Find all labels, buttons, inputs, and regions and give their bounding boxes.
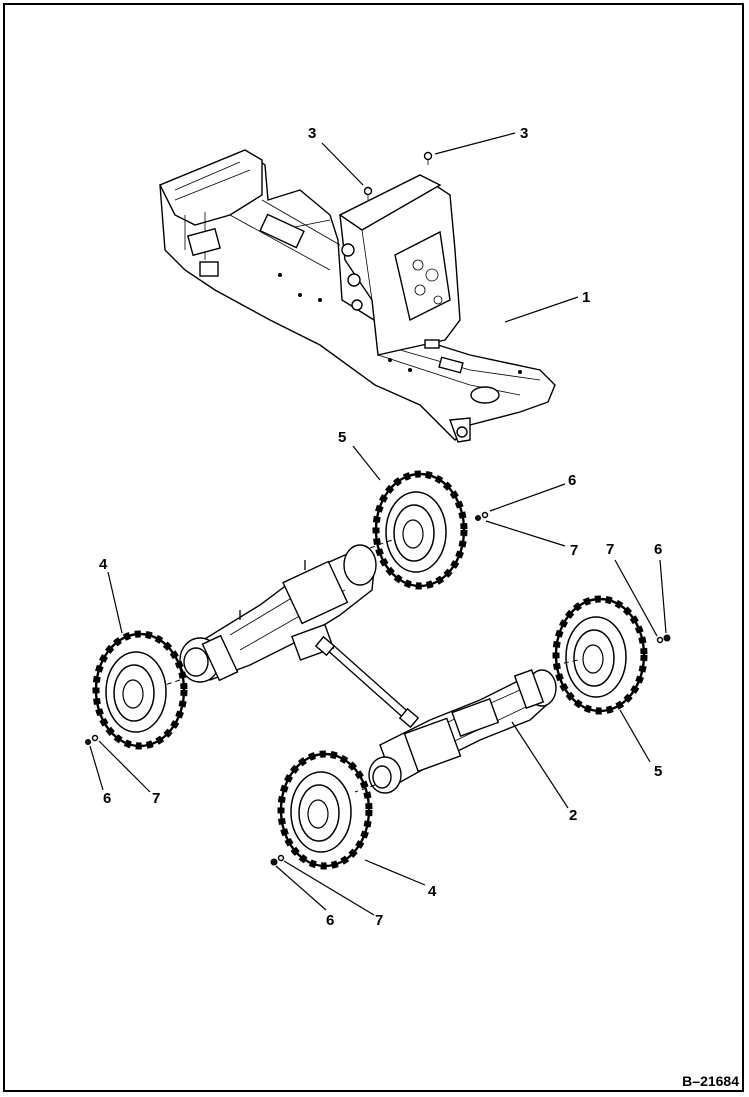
callout-7-top-right: 7 [570,542,578,559]
callout-2: 2 [569,807,577,824]
callout-7-left: 7 [152,790,160,807]
screw-3-left [363,186,373,200]
callout-5-right: 5 [654,763,662,780]
callout-4-left: 4 [99,556,108,573]
callout-7-far-right: 7 [606,541,614,558]
rear-axle [179,544,377,683]
callout-5-top: 5 [338,429,346,446]
callout-6-bottom: 6 [326,912,334,929]
callout-3-left: 3 [308,125,316,142]
callout-7-bottom: 7 [375,912,383,929]
callout-6-left: 6 [103,790,111,807]
figure-frame [3,3,744,1092]
callout-6-far-right: 6 [654,541,662,558]
screw-3-right [423,151,433,165]
tire-rear-left [96,634,184,746]
callout-labels: 3 3 1 5 6 7 7 6 4 5 6 7 2 4 6 7 [99,125,662,929]
drive-shaft [314,635,420,729]
tire-front-right [556,599,644,711]
callout-3-right: 3 [520,125,528,142]
lug-nuts-and-washers [85,511,671,866]
figure-id: B–21684 [682,1073,739,1089]
callout-6-top-right: 6 [568,472,576,489]
front-axle [368,669,557,794]
leader-lines [89,132,667,916]
tire-rear-right [376,474,464,586]
tire-front-left [281,754,369,866]
main-frame [159,149,556,443]
callout-1: 1 [582,289,590,306]
callout-4-bottom: 4 [428,883,437,900]
